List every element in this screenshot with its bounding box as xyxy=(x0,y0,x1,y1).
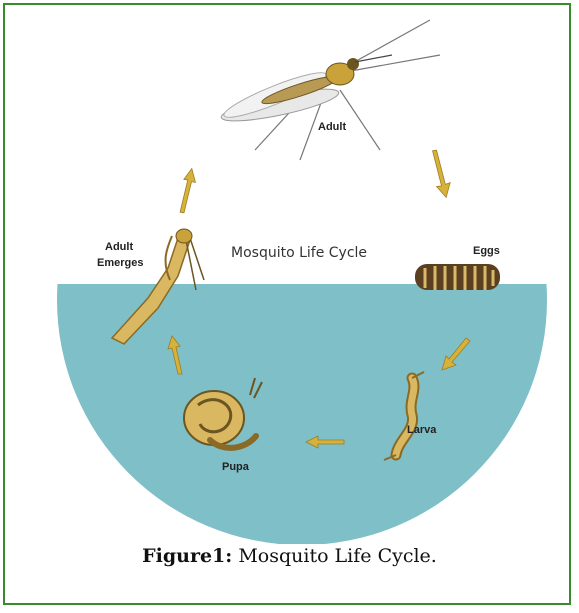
label-larva: Larva xyxy=(407,424,437,436)
label-emerges-line1: Adult xyxy=(105,241,133,253)
figure-caption: Figure1: Mosquito Life Cycle. xyxy=(0,545,579,567)
label-emerges-line2: Emerges xyxy=(97,257,143,269)
label-pupa: Pupa xyxy=(222,461,250,473)
caption-text: Mosquito Life Cycle. xyxy=(232,545,437,567)
label-adult: Adult xyxy=(318,121,346,133)
caption-label: Figure1: xyxy=(142,545,232,567)
adult-mosquito-image xyxy=(219,20,440,160)
arrow-emerges-to-adult xyxy=(178,167,198,213)
label-eggs: Eggs xyxy=(473,245,500,257)
diagram-title: Mosquito Life Cycle xyxy=(231,245,367,261)
eggs-image xyxy=(415,264,500,290)
water-basin xyxy=(57,55,547,545)
arrow-adult-to-eggs xyxy=(432,149,453,198)
